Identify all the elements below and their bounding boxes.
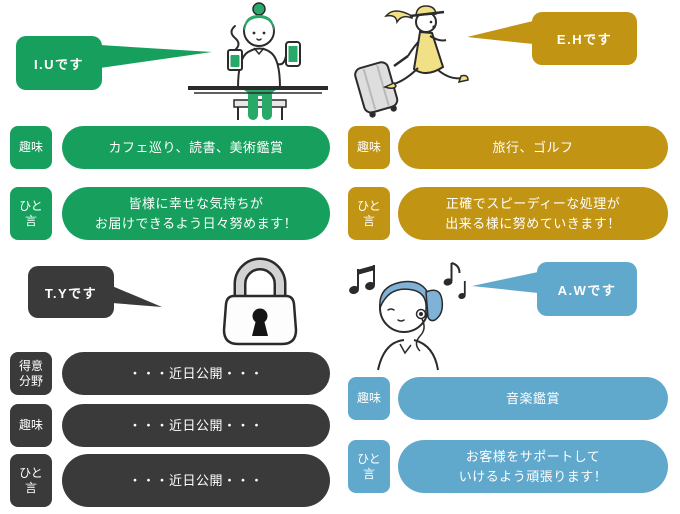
value-line: 旅行、ゴルフ	[492, 139, 574, 155]
label-line: 分野	[18, 373, 43, 388]
member-name: E.Hです	[556, 32, 613, 47]
value-line: お客様をサポートして	[465, 449, 601, 464]
woman-with-smartphone-and-coffee-icon	[188, 2, 328, 120]
row-value-hobby: 旅行、ゴルフ	[398, 126, 668, 169]
name-speech-bubble: I.Uです	[16, 36, 102, 90]
value-line: 音楽鑑賞	[505, 390, 560, 406]
value-line: カフェ巡り、読書、美術鑑賞	[108, 139, 284, 155]
value-line: 皆様に幸せな気持ちが	[128, 196, 264, 211]
row-label-comment: ひと 言	[348, 187, 390, 240]
value-line: ・・・近日公開・・・	[128, 472, 264, 488]
member-name: A.Wです	[557, 282, 617, 298]
row-label-comment: ひと 言	[348, 440, 390, 493]
row-value-hobby: カフェ巡り、読書、美術鑑賞	[62, 126, 330, 169]
row-label-hobby: 趣味	[348, 377, 390, 420]
row-value-comment: ・・・近日公開・・・	[62, 454, 330, 507]
row-value-comment: お客様をサポートして いけるよう頑張ります！	[398, 440, 668, 493]
row-label-hobby: 趣味	[10, 404, 52, 447]
row-value-comment: 正確でスピーディーな処理が 出来る様に努めていきます！	[398, 187, 668, 240]
padlock-icon	[222, 257, 298, 346]
name-speech-bubble: T.Yです	[28, 266, 114, 318]
speech-bubble-tail	[472, 272, 538, 293]
label-line: 言	[362, 466, 375, 481]
value-line: いけるよう頑張ります！	[458, 468, 608, 484]
value-line: 出来る様に努めていきます！	[445, 215, 621, 231]
label-line: ひと	[19, 465, 43, 480]
row-label-specialty: 得意 分野	[10, 352, 52, 395]
row-value-comment: 皆様に幸せな気持ちが お届けできるよう日々努めます！	[62, 187, 330, 240]
value-line: ・・・近日公開・・・	[128, 365, 264, 381]
woman-listening-to-music-icon	[349, 262, 466, 371]
row-value-hobby: 音楽鑑賞	[398, 377, 668, 420]
name-speech-bubble: A.Wです	[537, 262, 637, 316]
label-line: 言	[24, 480, 37, 495]
label-line: 趣味	[18, 418, 43, 432]
label-line: 言	[362, 213, 375, 228]
woman-running-with-suitcase-icon	[354, 5, 469, 118]
label-line: 趣味	[18, 140, 43, 154]
row-label-hobby: 趣味	[348, 126, 390, 169]
row-label-comment: ひと 言	[10, 187, 52, 240]
row-value-specialty: ・・・近日公開・・・	[62, 352, 330, 395]
label-line: 趣味	[356, 140, 381, 154]
speech-bubble-tail	[467, 21, 533, 44]
label-line: 趣味	[356, 391, 381, 405]
row-label-hobby: 趣味	[10, 126, 52, 169]
label-line: ひと	[357, 198, 381, 213]
label-line: ひと	[19, 198, 43, 213]
speech-bubble-tail	[100, 45, 212, 68]
name-speech-bubble: E.Hです	[532, 12, 637, 65]
label-line: 得意	[18, 358, 43, 373]
member-name: T.Yです	[44, 285, 98, 301]
row-label-comment: ひと 言	[10, 454, 52, 507]
value-line: ・・・近日公開・・・	[128, 417, 264, 433]
speech-bubble-tail	[112, 286, 162, 307]
value-line: お届けできるよう日々努めます！	[94, 215, 298, 231]
member-name: I.Uです	[33, 56, 85, 72]
value-line: 正確でスピーディーな処理が	[445, 196, 621, 211]
label-line: ひと	[357, 451, 381, 466]
row-value-hobby: ・・・近日公開・・・	[62, 404, 330, 447]
label-line: 言	[24, 213, 37, 228]
